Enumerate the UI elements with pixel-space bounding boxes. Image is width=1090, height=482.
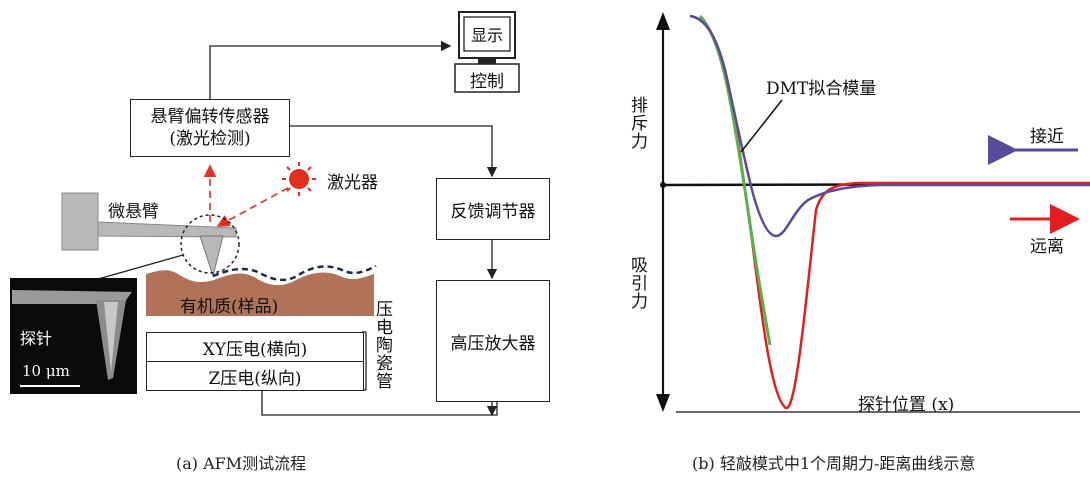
- cantilever-tip: [199, 235, 224, 278]
- scale-bar-label: 10 μm: [22, 362, 70, 380]
- sample-label: 有机质(样品): [180, 297, 279, 317]
- probe-label: 探针: [20, 329, 53, 348]
- approach-label: 接近: [1030, 127, 1064, 147]
- retract-curve: [689, 14, 1090, 410]
- laser-label: 激光器: [327, 173, 378, 193]
- monitor-icon: [454, 11, 520, 93]
- cantilever-holder: [61, 192, 99, 251]
- repulsive-force-label: 排斥力: [627, 96, 647, 150]
- hv-amplifier-box: 高压放大器: [436, 280, 550, 402]
- caption-a: (a) AFM测试流程: [176, 454, 307, 473]
- feedback-controller-box: 反馈调节器: [436, 178, 550, 240]
- probe-sem-image: [10, 278, 137, 394]
- laser-sun-icon: [282, 162, 316, 196]
- magnify-circle: [180, 214, 240, 274]
- sensor-subtitle: (激光检测): [169, 129, 251, 149]
- dmt-leader-line: [740, 99, 783, 153]
- dmt-modulus-label: DMT拟合模量: [766, 79, 877, 99]
- sample-surface: [146, 270, 374, 316]
- z-piezo-box: Z压电(纵向): [146, 361, 364, 391]
- afm-schematic: [10, 11, 520, 417]
- caption-b: (b) 轻敲模式中1个周期力-距离曲线示意: [692, 454, 976, 473]
- piezo-ceramic-tube-label: 压电陶瓷管: [372, 300, 392, 390]
- xy-piezo-box: XY压电(横向): [146, 332, 364, 362]
- display-screen-label: 显示: [470, 26, 503, 45]
- deflection-sensor-box: 悬臂偏转传感器 (激光检测): [130, 99, 290, 157]
- retract-label: 远离: [1030, 237, 1064, 257]
- approach-curve: [689, 14, 1090, 238]
- scan-path: [212, 264, 377, 282]
- probe-position-axis-label: 探针位置 (x): [858, 395, 955, 415]
- attractive-force-label: 吸引力: [627, 256, 647, 310]
- cantilever-beam: [97, 221, 237, 238]
- sensor-title: 悬臂偏转传感器: [150, 107, 270, 127]
- cantilever-label: 微悬臂: [108, 202, 159, 222]
- force-distance-plot: [656, 12, 1090, 413]
- control-label: 控制: [470, 72, 504, 92]
- laser-beams: [203, 164, 289, 227]
